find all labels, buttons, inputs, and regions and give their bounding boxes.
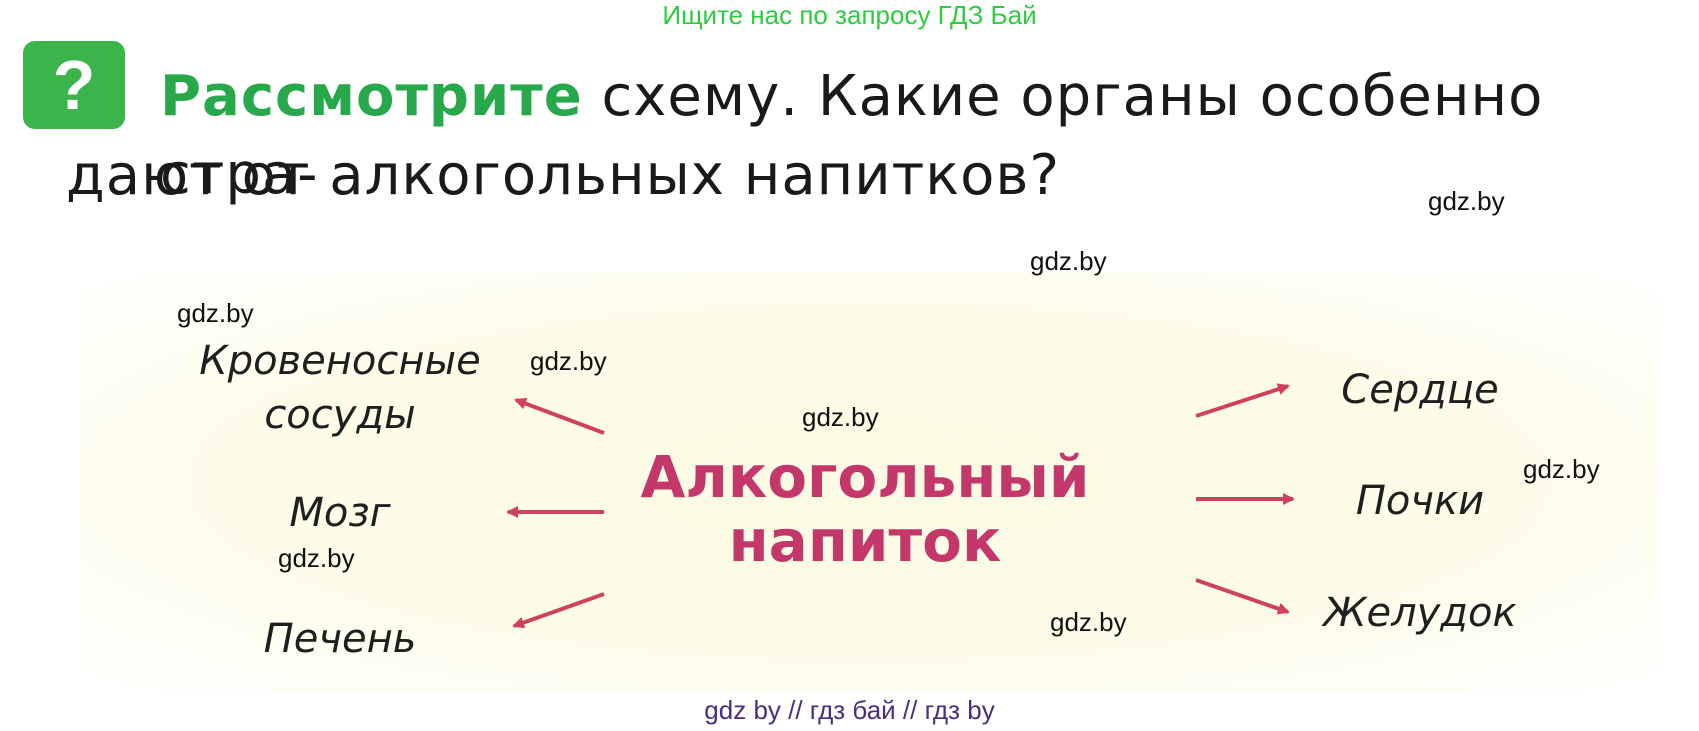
watermark: gdz.by [278, 543, 355, 573]
organ-brain: Мозг [289, 490, 391, 536]
watermark: gdz.by [530, 346, 607, 376]
organ-kidneys: Почки [1355, 478, 1485, 524]
center-line-2: напиток [728, 507, 1002, 575]
question-mark-icon: ? [23, 41, 125, 129]
watermark: gdz.by [1030, 246, 1107, 276]
question-line-1-rest: схему. Какие органы особенно стра- [160, 64, 1544, 207]
watermark: gdz.by [1428, 186, 1505, 216]
watermark: gdz.by [1523, 454, 1600, 484]
watermark: gdz.by [802, 402, 879, 432]
center-line-1: Алкогольный [640, 443, 1090, 511]
organ-vessels-line-1: Кровеносные [199, 338, 481, 384]
question-lead-word: Рассмотрите [160, 64, 583, 129]
arrow-to-vessels [514, 397, 605, 435]
organ-vessels: Кровеносные сосуды [180, 334, 500, 442]
arrow-to-heart [1195, 383, 1290, 418]
arrow-to-liver [512, 592, 605, 629]
organ-stomach: Желудок [1323, 590, 1517, 636]
footer-watermark[interactable]: gdz by // гдз бай // гдз by [704, 695, 995, 725]
organ-liver: Печень [263, 616, 417, 662]
arrow-to-stomach [1195, 578, 1290, 615]
organ-vessels-line-2: сосуды [264, 392, 416, 438]
center-alcohol-label: Алкогольный напиток [640, 445, 1090, 573]
watermark: gdz.by [177, 298, 254, 328]
diagram-background [80, 272, 1660, 692]
top-banner[interactable]: Ищите нас по запросу ГДЗ Бай [662, 0, 1037, 30]
organ-heart: Сердце [1341, 367, 1499, 413]
watermark: gdz.by [1050, 607, 1127, 637]
question-line-2: дают от алкогольных напитков? [66, 143, 1061, 208]
question-line-1: Рассмотрите схему. Какие органы особенно… [160, 58, 1690, 214]
